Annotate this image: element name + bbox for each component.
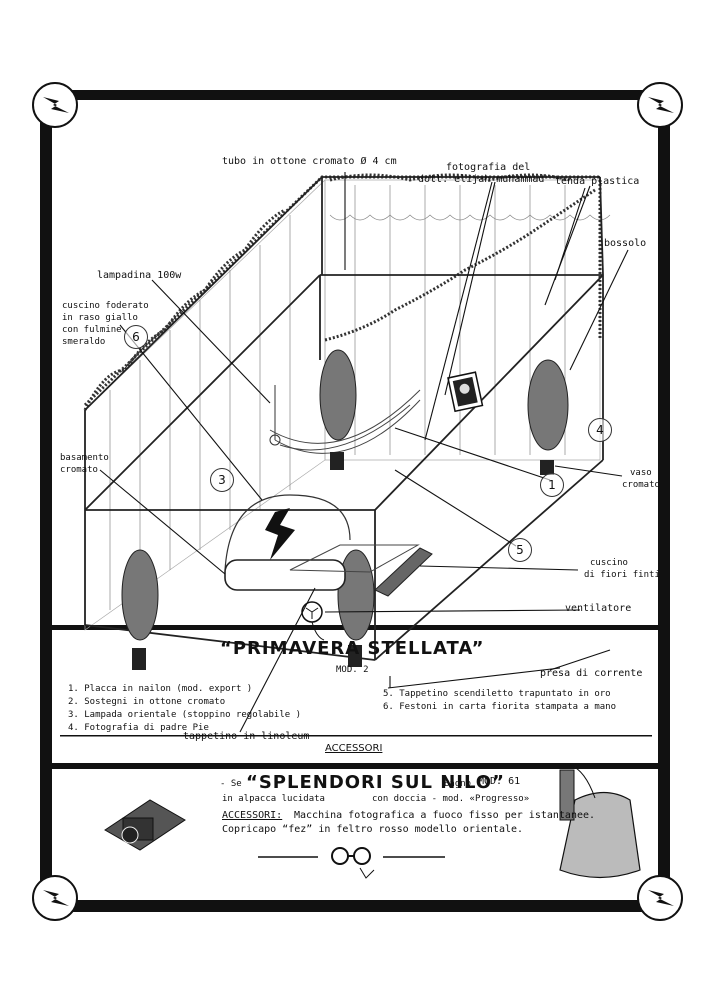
label-photo-line1: fotografia del <box>446 162 531 173</box>
lightning-emblem-icon <box>637 82 683 128</box>
legend-item: 3. Lampada orientale (stoppino regolabil… <box>68 710 301 720</box>
label-cuscino-line1: cuscino foderato <box>62 301 149 311</box>
label-cuscino-fiori-line2: di fiori finti <box>584 570 660 580</box>
accessori2-line2: Copricapo “fez” in feltro rosso modello … <box>222 824 524 835</box>
label-basamento-line1: basamento <box>60 453 109 463</box>
label-cuscino-fiori-line1: cuscino <box>590 558 628 568</box>
lightning-emblem-icon <box>637 875 683 921</box>
domed-cushion <box>224 494 351 591</box>
label-cuscino-line3: con fulmine <box>62 325 122 335</box>
callout-number: 5 <box>508 538 532 562</box>
second-left-prefix: - Se <box>220 779 242 789</box>
label-presa: presa di corrente <box>540 668 643 679</box>
second-model: MOD. 61 <box>478 776 521 787</box>
fez-icon <box>559 764 641 879</box>
accessori2-label: ACCESSORI: <box>222 810 283 821</box>
label-bossolo: bossolo <box>604 238 647 249</box>
main-title: “PRIMAVERA STELLATA” <box>220 638 485 659</box>
callout-number: 6 <box>124 325 148 349</box>
chrome-tube-frame <box>84 176 604 661</box>
label-photo-line2: dott. elijah muhammad <box>418 174 545 185</box>
label-vaso-line1: vaso <box>630 468 652 478</box>
model-number: MOD. 2 <box>336 665 369 675</box>
flower-cushion <box>374 547 433 597</box>
label-lampadina: lampadina 100w <box>97 270 182 281</box>
legend-item: 2. Sostegni in ottone cromato <box>68 697 226 707</box>
label-cuscino-line4: smeraldo <box>62 337 106 347</box>
label-tube: tubo in ottone cromato Ø 4 cm <box>222 156 397 167</box>
callout-number: 4 <box>588 418 612 442</box>
second-left-sub: in alpacca lucidata <box>222 794 325 804</box>
potted-tree <box>319 349 357 470</box>
callout-number: 1 <box>540 473 564 497</box>
label-cuscino-line2: in raso giallo <box>62 313 138 323</box>
legend-item: 1. Placca in nailon (mod. export ) <box>68 684 253 694</box>
label-tappetino: tappetino in linoleum <box>183 731 310 742</box>
label-basamento-line2: cromato <box>60 465 98 475</box>
lamp <box>269 385 281 446</box>
label-vaso-line2: cromato <box>622 480 660 490</box>
second-right-prefix: Bagno <box>444 779 472 789</box>
leader-lines <box>99 172 629 733</box>
legend-item: 6. Festoni in carta fiorita stampata a m… <box>383 702 616 712</box>
potted-tree <box>121 549 159 670</box>
hammock <box>269 389 421 454</box>
second-title: “SPLENDORI SUL NILO” <box>246 772 505 793</box>
lightning-emblem-icon <box>32 82 78 128</box>
second-right-sub: con doccia - mod. «Progresso» <box>372 794 530 804</box>
framed-photo-icon <box>447 371 484 413</box>
camera-icon <box>104 799 186 851</box>
potted-tree <box>337 549 375 667</box>
callout-number: 3 <box>210 468 234 492</box>
lightning-emblem-icon <box>32 875 78 921</box>
linoleum-mat <box>289 544 420 573</box>
legend-item: 4. Fotografia di padre Pie <box>68 723 209 733</box>
sunglasses-icon <box>331 847 375 879</box>
potted-tree <box>527 359 569 475</box>
accessori-heading: ACCESSORI <box>325 743 383 754</box>
accessori2-line1: Macchina fotografica a fuoco fisso per i… <box>294 810 596 821</box>
label-ventilatore: ventilatore <box>565 603 632 614</box>
label-tenda: tenda plastica <box>555 176 640 187</box>
legend-item: 5. Tappetino scendiletto trapuntato in o… <box>383 689 611 699</box>
